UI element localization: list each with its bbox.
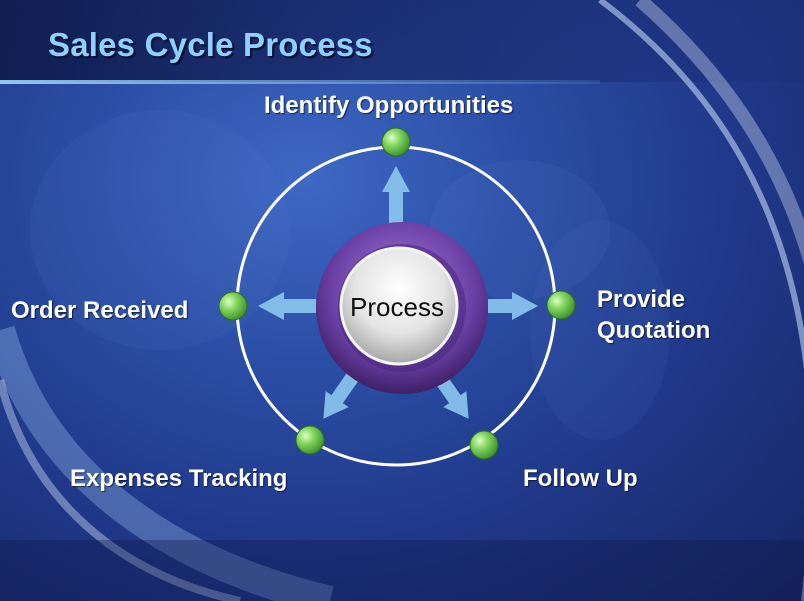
label-identify-opportunities: Identify Opportunities — [264, 92, 514, 119]
label-provide-quotation: Provide Quotation — [597, 284, 710, 346]
label-order-received: Order Received — [11, 297, 189, 324]
center-label: Process — [350, 292, 444, 322]
slide-title: Sales Cycle Process — [48, 26, 373, 63]
label-expenses-tracking: Expenses Tracking — [70, 465, 288, 492]
arrow-down-left — [323, 372, 359, 419]
node-identify-opportunities — [381, 127, 411, 157]
center-disc — [339, 246, 459, 366]
node-order-received — [218, 291, 248, 321]
label-provide-quotation-line2: Quotation — [597, 317, 711, 344]
node-provide-quotation — [546, 290, 576, 320]
node-expenses-tracking — [295, 425, 325, 455]
node-follow-up — [469, 430, 499, 460]
arrow-up — [382, 166, 410, 224]
arrow-left — [258, 292, 316, 320]
label-follow-up: Follow Up — [523, 465, 638, 492]
label-provide-quotation-line1: Provide — [597, 286, 686, 313]
arrow-right — [488, 292, 538, 320]
